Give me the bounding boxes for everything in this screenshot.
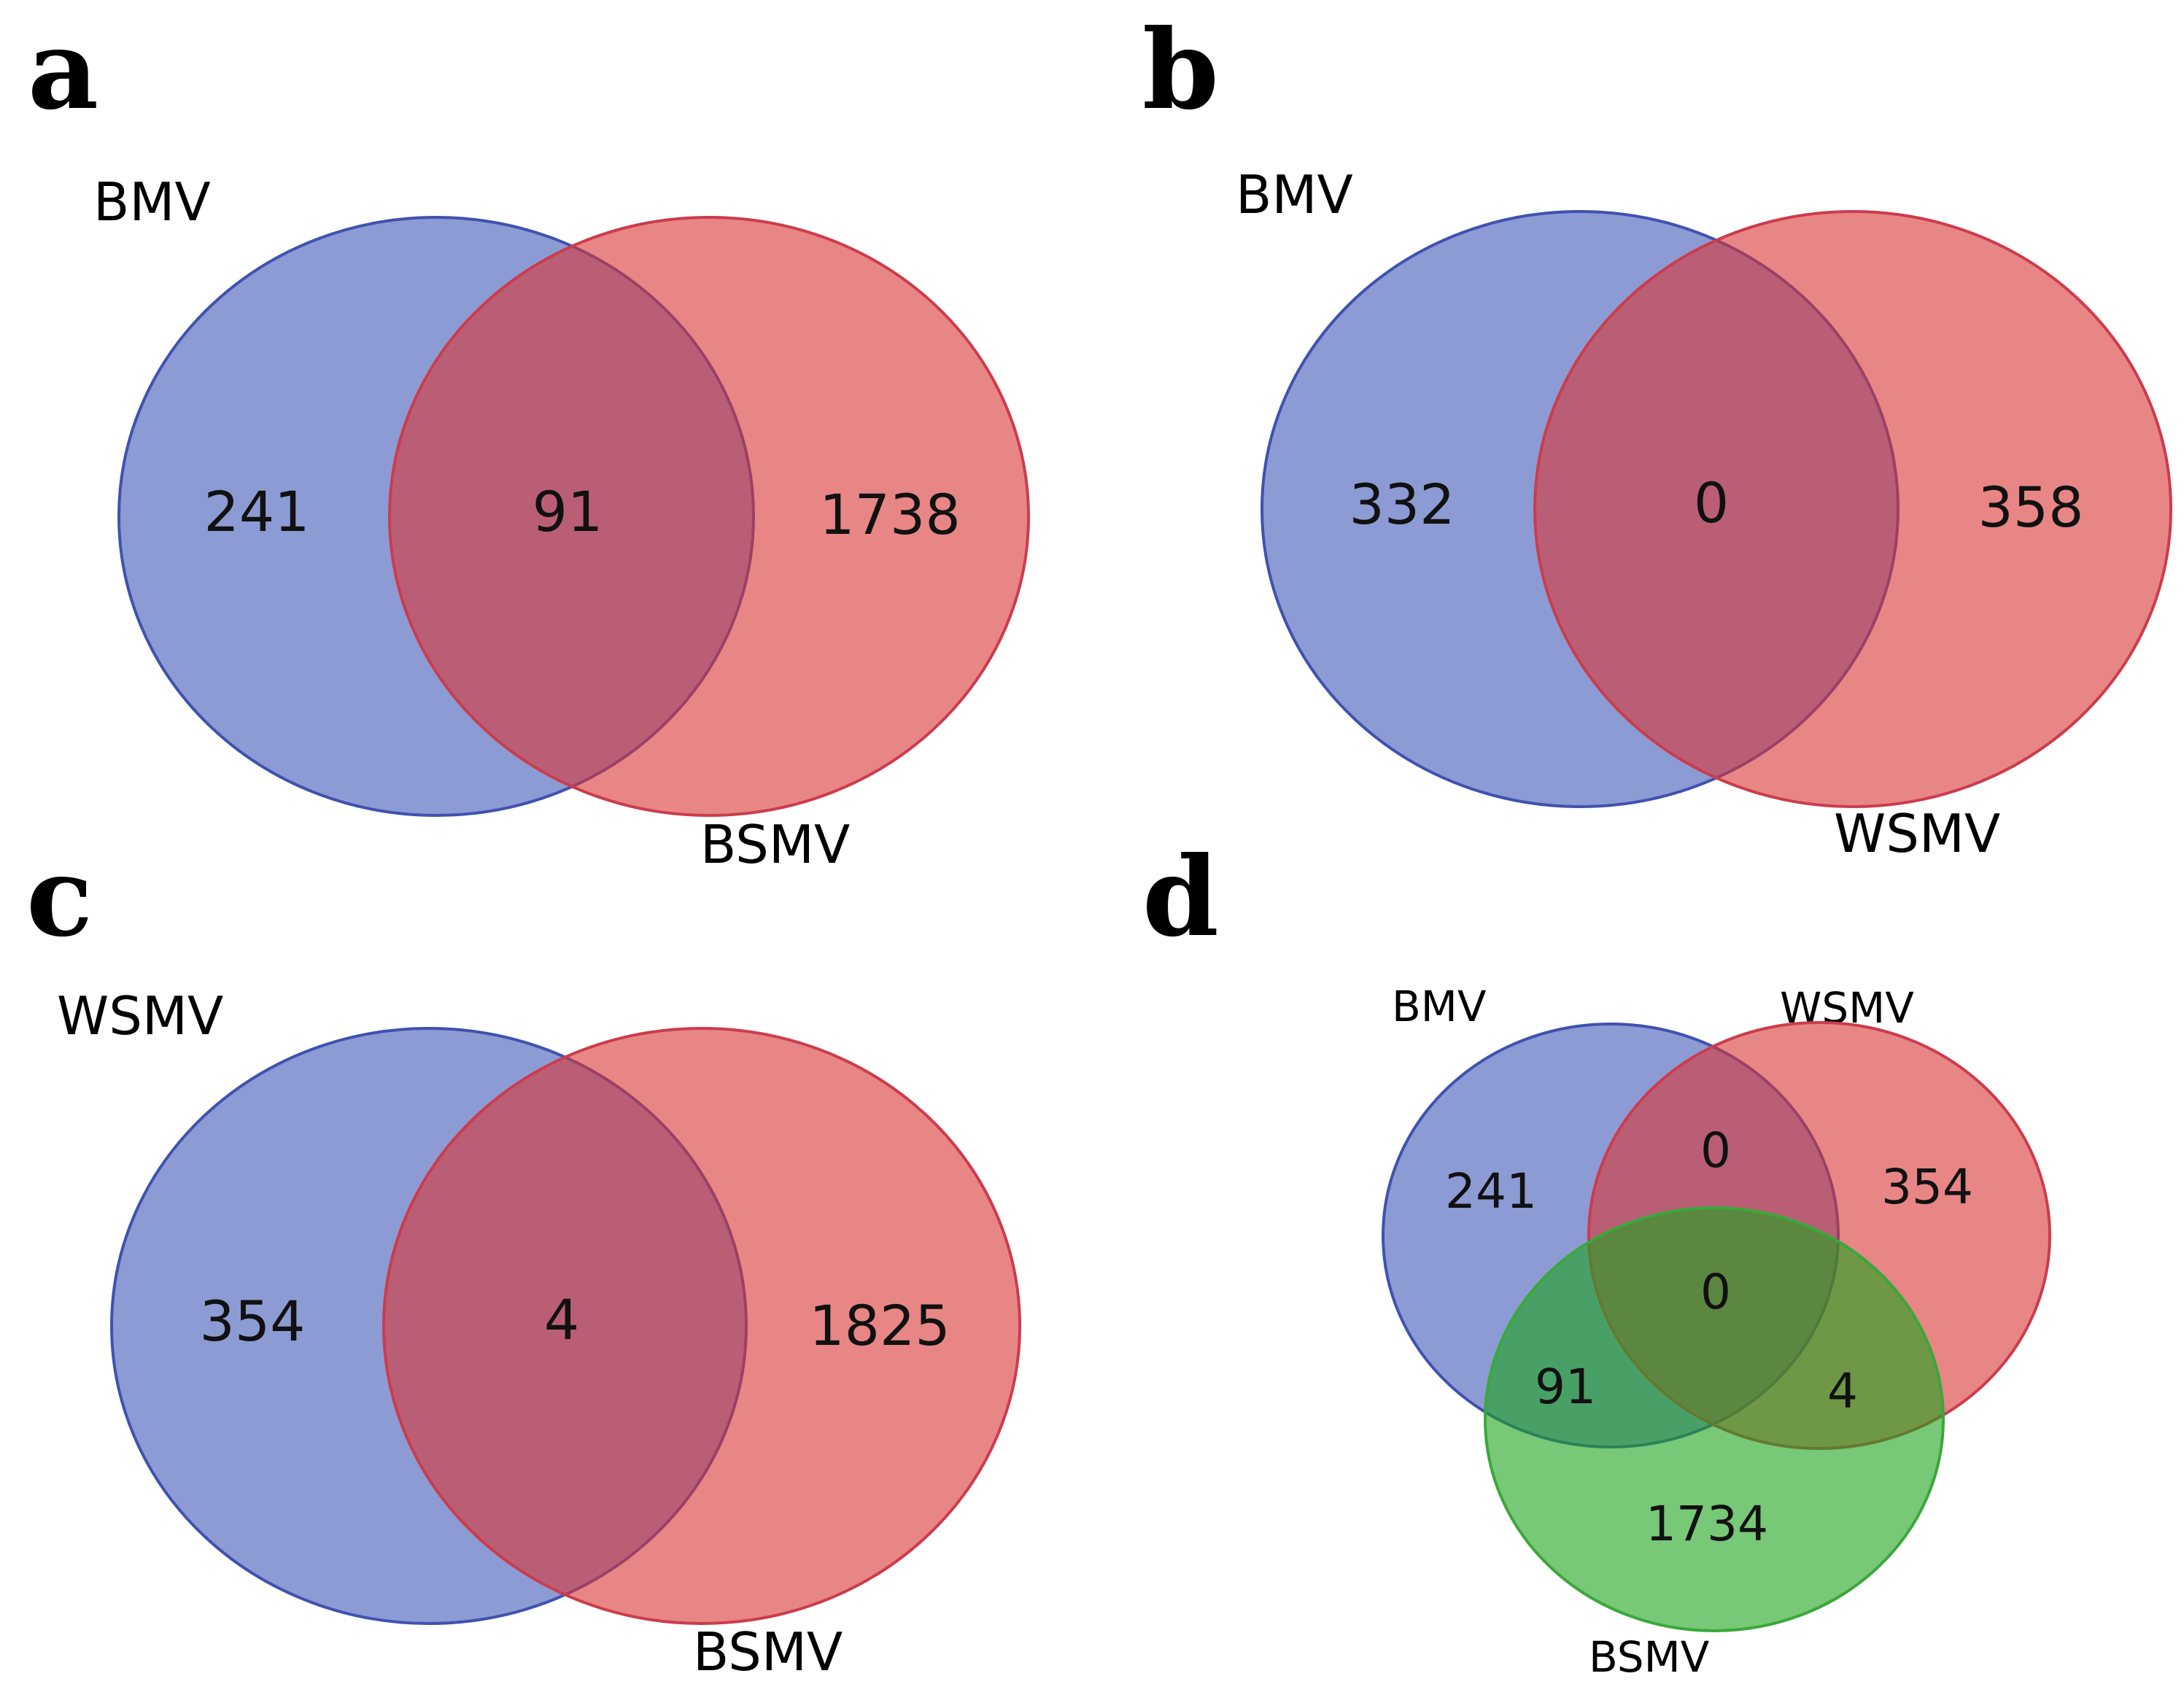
panel-d-wsmv-bsmv-count: 4	[1827, 1363, 1858, 1419]
panel-b-overlap-count: 0	[1694, 470, 1729, 535]
panel-d-bmv-only-count: 241	[1445, 1163, 1537, 1219]
panel-b: b BMV WSMV 332 0 358	[1142, 6, 2172, 864]
panel-c-overlap-count: 4	[544, 1287, 579, 1352]
panel-b-wsmv-set	[1533, 210, 2172, 808]
panel-b-letter: b	[1142, 6, 1219, 134]
panel-a: a BMV BSMV 241 91 1738	[28, 6, 1030, 875]
panel-a-bmv-only-count: 241	[204, 479, 309, 544]
panel-b-bmv-label: BMV	[1236, 164, 1353, 225]
panel-b-wsmv-label: WSMV	[1834, 803, 2000, 864]
panel-a-bsmv-only-count: 1738	[819, 482, 960, 547]
panel-a-overlap-count: 91	[533, 479, 603, 544]
panel-d-letter: d	[1142, 833, 1219, 961]
panel-d: d BMV WSMV BSMV 241 354 1734 0 91 4 0	[1142, 833, 2051, 1682]
panel-c-bsmv-set	[382, 1027, 1021, 1625]
panel-c-wsmv-label: WSMV	[57, 985, 223, 1047]
panel-c: c WSMV BSMV 354 4 1825	[26, 833, 1021, 1683]
panel-a-bsmv-set	[388, 216, 1030, 817]
panel-d-bmv-bsmv-count: 91	[1535, 1359, 1596, 1415]
panel-c-wsmv-only-count: 354	[199, 1289, 305, 1354]
panel-c-letter: c	[26, 833, 93, 961]
panel-d-wsmv-only-count: 354	[1881, 1159, 1973, 1215]
panel-c-bsmv-label: BSMV	[693, 1621, 843, 1683]
panel-b-bmv-only-count: 332	[1349, 472, 1455, 537]
panel-d-bsmv-only-count: 1734	[1646, 1496, 1768, 1552]
panel-b-wsmv-only-count: 358	[1978, 475, 2083, 540]
panel-d-bmv-wsmv-count: 0	[1700, 1122, 1731, 1179]
panel-c-bsmv-only-count: 1825	[809, 1293, 950, 1358]
panel-d-all-three-count: 0	[1700, 1264, 1731, 1320]
panel-a-bmv-label: BMV	[93, 171, 211, 233]
panel-d-bsmv-label: BSMV	[1589, 1632, 1710, 1682]
panel-d-bmv-label: BMV	[1392, 982, 1487, 1031]
panel-a-letter: a	[28, 6, 98, 134]
panel-d-bsmv-set	[1484, 1206, 1945, 1632]
panel-a-bsmv-label: BSMV	[700, 814, 850, 875]
